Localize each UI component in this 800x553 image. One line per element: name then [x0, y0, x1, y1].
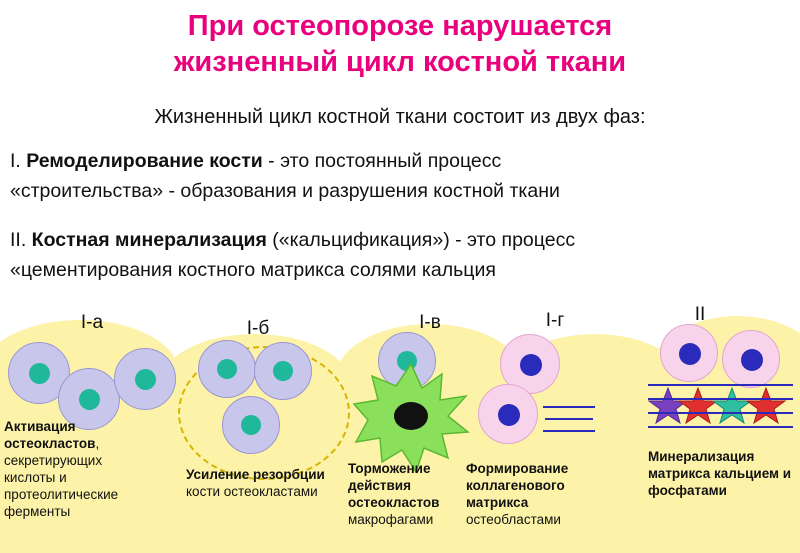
caption-stage-i-a: Активация остеокластов, секретирующих ки… [4, 418, 150, 520]
nucleus [135, 369, 156, 390]
stage-label-i-b: I-б [246, 318, 270, 339]
nucleus [520, 354, 542, 376]
page-title-line1: При остеопорозе нарушается [187, 10, 613, 42]
paragraph-2-prefix: II. [10, 229, 32, 251]
caption-stage-i-g: Формирование коллагенового матрикса осте… [466, 460, 626, 528]
osteoblast-cell-g2 [478, 384, 538, 444]
nucleus [273, 361, 293, 381]
paragraph-2-bold: Костная минерализация [31, 229, 267, 251]
mineral-matrix-line [648, 384, 793, 386]
page-title-line2: жизненный цикл костной ткани [173, 46, 627, 78]
caption-stage-i-v: Торможение действия остеокластов макрофа… [348, 460, 478, 528]
collagen-matrix-line [543, 406, 595, 408]
stage-label-i-g: I-г [545, 310, 565, 331]
mineral-star-teal [711, 386, 753, 425]
paragraph-1-prefix: I. [10, 150, 27, 172]
osteoclast-cell-a3 [114, 348, 176, 410]
nucleus [217, 359, 237, 379]
paragraph-2-rest: («кальцификация») - это процесс [266, 229, 576, 251]
paragraph-mineralization: II. Костная минерализация («кальцификаци… [10, 225, 794, 285]
illustration-band: I-а I-б I-в I-г II [0, 300, 800, 553]
mineral-matrix-line [648, 426, 793, 428]
mineral-matrix-line [648, 398, 793, 400]
osteoclast-cell-b2 [254, 342, 312, 400]
stage-label-ii: II [694, 304, 706, 325]
mineralization-cell-1 [660, 324, 718, 382]
caption-i-v-rest: макрофагами [348, 512, 434, 527]
nucleus [29, 363, 50, 384]
caption-i-b-bold: Усиление резорбции [186, 467, 325, 482]
paragraph-2-line2: «цементирования костного матрикса солями… [10, 259, 496, 281]
osteoclast-cell-a2 [58, 368, 120, 430]
caption-ii-bold: Минерализация матрикса кальцием и фосфат… [648, 449, 792, 498]
mineral-star-red [745, 386, 787, 425]
caption-i-v-bold: Торможение действия остеокластов [348, 461, 440, 510]
stage-label-i-v: I-в [419, 312, 441, 333]
paragraph-1-line2: «строительства» - образования и разрушен… [10, 180, 560, 202]
macrophage-star [352, 362, 470, 474]
collagen-matrix-line [543, 430, 595, 432]
macrophage-star-shape [352, 362, 470, 474]
osteoclast-cell-a1 [8, 342, 70, 404]
caption-i-g-bold: Формирование коллагенового матрикса [466, 461, 569, 510]
resorption-dashed-zone [178, 346, 350, 480]
collagen-matrix-line [545, 418, 593, 420]
caption-i-a-bold: Активация остеокластов [4, 419, 96, 451]
nucleus [741, 349, 763, 371]
caption-i-b-rest: кости остеокластами [186, 484, 318, 499]
paragraph-remodeling: I. Ремоделирование кости - это постоянны… [10, 146, 794, 206]
caption-stage-ii: Минерализация матрикса кальцием и фосфат… [648, 448, 796, 499]
intro-text: Жизненный цикл костной ткани состоит из … [154, 106, 646, 128]
page-title: При остеопорозе нарушается жизненный цик… [0, 8, 800, 80]
stage-label-i-a: I-а [80, 312, 104, 333]
paragraph-1-rest: - это постоянный процесс [262, 150, 502, 172]
nucleus [79, 389, 100, 410]
caption-i-g-rest: остеобластами [466, 512, 561, 527]
mineralization-cell-2 [722, 330, 780, 388]
mineral-star-red [677, 386, 719, 425]
mineral-matrix-line [648, 412, 793, 414]
caption-i-a-rest: , секретирующих кислоты и протеолитическ… [4, 436, 119, 519]
caption-stage-i-b: Усиление резорбции кости остеокластами [186, 466, 326, 500]
osteoclast-cell-b1 [198, 340, 256, 398]
paragraph-1-bold: Ремоделирование кости [26, 150, 263, 172]
mineral-star-purple [647, 386, 689, 425]
nucleus [498, 404, 520, 426]
osteoclast-cell-b3 [222, 396, 280, 454]
mineral-crystals [647, 386, 787, 425]
nucleus [241, 415, 261, 435]
macrophage-nucleus [394, 402, 428, 430]
nucleus [679, 343, 701, 365]
